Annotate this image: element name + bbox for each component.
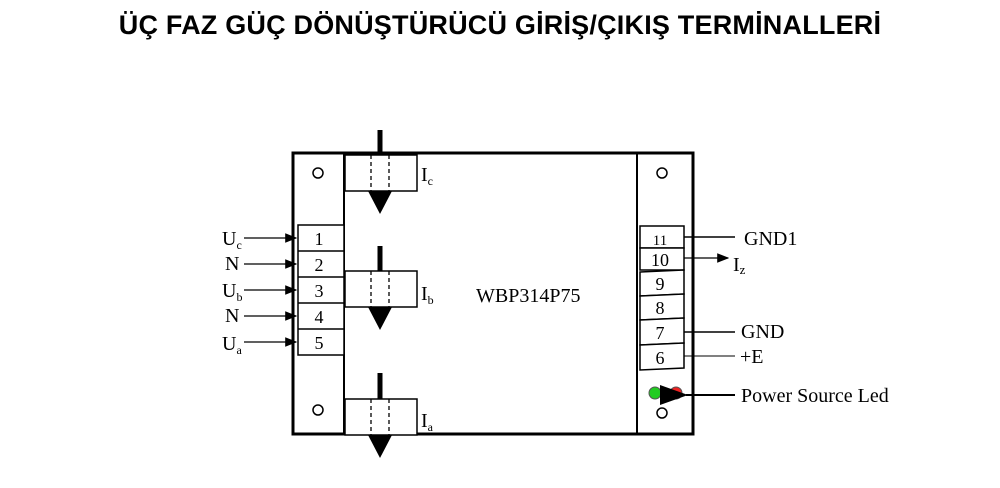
left-terminal-block: 1 2 3 4 5 (297, 224, 345, 356)
current-input-ib: Ib (344, 246, 434, 330)
right-terminal-block: 11 10 9 8 7 6 (639, 225, 685, 371)
page-title: ÜÇ FAZ GÜÇ DÖNÜŞTÜRÜCÜ GİRİŞ/ÇIKIŞ TERMİ… (118, 10, 882, 40)
output-label-gnd1: GND1 (744, 228, 797, 250)
voltage-label-n2: N (225, 305, 239, 327)
output-label-plus-e: +E (740, 346, 764, 368)
right-terminal-number: 11 (653, 233, 667, 249)
right-terminal-number: 10 (651, 250, 669, 270)
mount-hole-top-right (656, 167, 668, 179)
right-terminal-number: 9 (656, 274, 665, 294)
voltage-input-wires (244, 233, 298, 347)
right-terminal-number: 6 (656, 348, 665, 368)
voltage-label-ua: Ua (222, 333, 242, 357)
left-terminal-number: 1 (315, 229, 324, 249)
output-label-iz: Iz (733, 254, 746, 277)
left-terminal-number: 5 (315, 333, 324, 353)
right-terminal-number: 8 (656, 298, 665, 318)
power-led-green (648, 386, 662, 400)
voltage-label-uc: Uc (222, 228, 242, 252)
current-input-ic: Ic (344, 130, 433, 214)
right-terminal-number: 7 (656, 323, 665, 343)
mount-hole-bottom-right (656, 407, 668, 419)
output-label-gnd: GND (741, 321, 784, 343)
output-wires (684, 236, 735, 357)
left-terminal-number: 3 (315, 281, 324, 301)
current-label-ic: Ic (421, 164, 433, 188)
power-led-red (669, 386, 683, 400)
left-terminal-number: 4 (315, 307, 324, 327)
current-label-ib: Ib (421, 283, 434, 307)
voltage-label-n1: N (225, 253, 239, 275)
voltage-label-ub: Ub (222, 280, 242, 304)
power-led-label: Power Source Led (741, 385, 889, 407)
current-label-ia: Ia (421, 410, 434, 434)
left-terminal-number: 2 (315, 255, 324, 275)
mount-hole-top-left (312, 167, 324, 179)
mount-hole-bottom-left (312, 404, 324, 416)
current-input-ia: Ia (344, 373, 434, 458)
device-model-label: WBP314P75 (476, 285, 580, 307)
